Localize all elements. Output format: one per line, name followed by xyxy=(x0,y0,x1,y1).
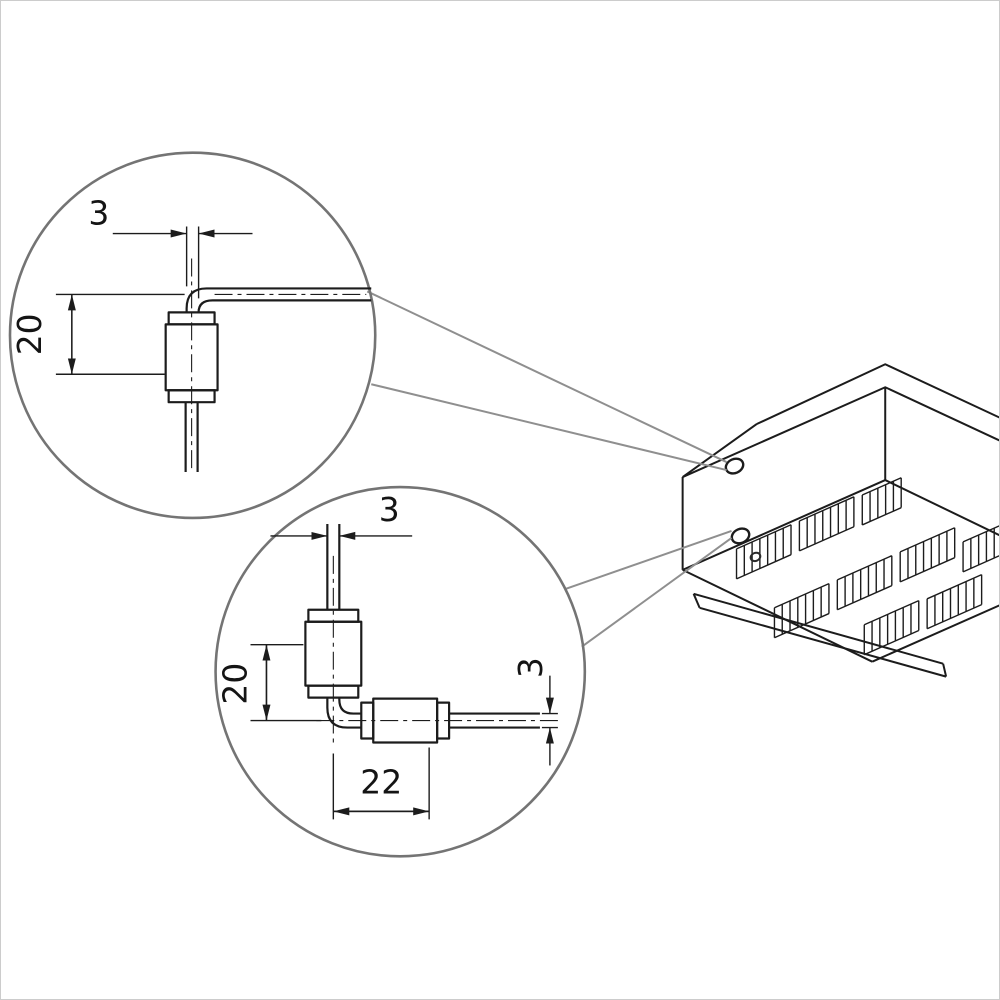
enclosure-box xyxy=(681,363,999,678)
vent-fins xyxy=(773,582,830,639)
tube-vertical xyxy=(184,402,199,473)
elbow-bend xyxy=(326,697,362,729)
mounting-hole-1 xyxy=(724,457,745,475)
vent-fins xyxy=(863,599,920,656)
dim-label-tube-2: 3 xyxy=(379,490,400,529)
leader-lines xyxy=(366,290,733,648)
leader-detail1-to-hole1 xyxy=(366,290,727,472)
mounting-rail-strip xyxy=(692,592,948,678)
dim-label-offset: 22 xyxy=(360,762,402,801)
tube-horizontal xyxy=(185,287,372,313)
detail-circle-2 xyxy=(214,485,587,858)
dim-label-length-2: 20 xyxy=(216,663,255,705)
dimension-3-top: 3 xyxy=(88,194,253,299)
vent-fins xyxy=(798,496,855,552)
detail-circle-1 xyxy=(8,151,377,520)
vent-fins xyxy=(861,477,902,526)
extension-lines xyxy=(55,293,185,375)
small-hole xyxy=(749,551,762,563)
mounting-hole-2 xyxy=(730,527,751,545)
extension-lines xyxy=(185,226,200,299)
enclosure-front-bottom-edge xyxy=(682,479,999,571)
dimension-3-right: 3 xyxy=(511,657,558,766)
dimension-22-bottom: 22 xyxy=(332,747,430,820)
extension-lines xyxy=(250,644,322,722)
vent-fins xyxy=(836,555,893,611)
dimension-20-left: 20 xyxy=(10,293,185,375)
dimension-20-left: 20 xyxy=(216,644,322,722)
vent-grille xyxy=(735,477,999,656)
dimension-3-top: 3 xyxy=(270,490,413,540)
enclosure-top-edges xyxy=(682,363,999,478)
leader-detail2-to-hole2 xyxy=(565,529,733,648)
vent-fins xyxy=(962,525,999,573)
elbow-fitting-bottom-view xyxy=(304,523,560,744)
dim-label-length-1: 20 xyxy=(10,313,49,355)
vent-fins xyxy=(899,527,956,583)
dim-label-height: 3 xyxy=(511,657,550,678)
dim-label-tube-1: 3 xyxy=(88,194,109,233)
detail-view-2: 3 20 22 3 xyxy=(214,485,587,858)
detail-view-1: 3 20 xyxy=(8,151,377,520)
vent-fins xyxy=(926,574,983,630)
elbow-fitting-side-view xyxy=(164,258,372,473)
tube-horizontal xyxy=(449,712,540,729)
